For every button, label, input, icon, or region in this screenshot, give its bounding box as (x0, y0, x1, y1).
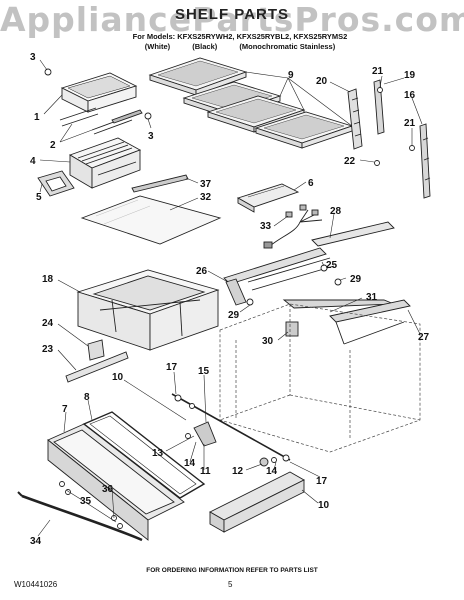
watermark: AppliancePartsPros.com (0, 0, 464, 39)
part-freezer-basket (76, 269, 220, 351)
callout-35: 35 (80, 496, 92, 507)
callout-34: 34 (30, 536, 42, 547)
part-shelf-small-rails (59, 107, 143, 135)
part-drawer-trim (65, 351, 129, 383)
callout-12: 12 (232, 466, 244, 477)
callout-21: 21 (404, 118, 416, 129)
part-rod (131, 174, 189, 193)
callout-13: 13 (152, 448, 164, 459)
callout-9: 9 (288, 70, 294, 81)
callout-18: 18 (42, 274, 54, 285)
callout-11: 11 (200, 466, 211, 477)
callout-10: 10 (112, 372, 124, 383)
callout-29: 29 (350, 274, 362, 285)
screw-icon (374, 87, 415, 166)
part-drawer-frame (223, 221, 411, 345)
callout-30: 30 (262, 336, 274, 347)
part-crisper-bin (68, 137, 142, 189)
ordering-note: FOR ORDERING INFORMATION REFER TO PARTS … (146, 567, 318, 574)
callout-20: 20 (316, 76, 328, 87)
part-shelf-small (60, 72, 138, 113)
callout-32: 32 (200, 192, 212, 203)
page-number: 5 (228, 580, 233, 589)
callout-14: 14 (266, 466, 278, 477)
part-shelf-ladders (347, 79, 431, 199)
part-drawer-bracket (185, 421, 277, 467)
variants-header: (White) (Black) (Monochromatic Stainless… (100, 42, 380, 51)
callout-19: 19 (404, 70, 416, 81)
callout-37: 37 (200, 179, 212, 190)
callout-2: 2 (50, 140, 56, 151)
callout-4: 4 (30, 156, 36, 167)
variant-white: (White) (144, 42, 171, 51)
part-drawer-gasket (82, 411, 206, 499)
cabinet-outline (219, 303, 421, 453)
callout-14: 14 (184, 458, 196, 469)
callout-21: 21 (372, 66, 384, 77)
callout-27: 27 (418, 332, 430, 343)
models-header: For Models: KFXS25RYWH2, KFXS25RYBL2, KF… (132, 32, 348, 41)
variant-stainless: (Monochromatic Stainless) (239, 42, 336, 51)
part-drawer-bin-front (209, 471, 305, 533)
part-divider-clip (87, 339, 105, 361)
callout-5: 5 (36, 192, 42, 203)
callout-16: 16 (404, 90, 416, 101)
callout-3: 3 (30, 52, 36, 63)
part-light-cover (236, 183, 300, 213)
callout-22: 22 (344, 156, 356, 167)
callout-labels: 3 1 2 3 9 20 21 19 16 21 22 4 5 37 32 6 … (30, 52, 430, 547)
callout-29: 29 (228, 310, 240, 321)
part-glass-shelves (148, 57, 354, 149)
part-wire-harness (263, 204, 323, 249)
variant-black: (Black) (192, 42, 218, 51)
callout-8: 8 (84, 392, 90, 403)
callout-1: 1 (34, 112, 40, 123)
callout-17: 17 (166, 362, 178, 373)
part-crisper-drawer-front (37, 170, 75, 197)
callout-26: 26 (196, 266, 208, 277)
callout-23: 23 (42, 344, 54, 355)
document-number: W10441026 (14, 580, 58, 589)
callout-33: 33 (260, 221, 272, 232)
callout-24: 24 (42, 318, 54, 329)
callout-28: 28 (330, 206, 342, 217)
part-glass-panel (80, 195, 222, 245)
callout-3: 3 (148, 131, 154, 142)
callout-6: 6 (308, 178, 314, 189)
callout-15: 15 (198, 366, 210, 377)
callout-36: 36 (102, 484, 114, 495)
leader-lines (37, 59, 423, 537)
callout-31: 31 (366, 292, 378, 303)
callout-17: 17 (316, 476, 328, 487)
callout-10: 10 (318, 500, 330, 511)
part-drawer-front (47, 423, 185, 541)
callout-7: 7 (62, 404, 68, 415)
callout-25: 25 (326, 260, 338, 271)
page-title: SHELF PARTS (174, 6, 290, 23)
part-drawer-rod (171, 393, 291, 462)
